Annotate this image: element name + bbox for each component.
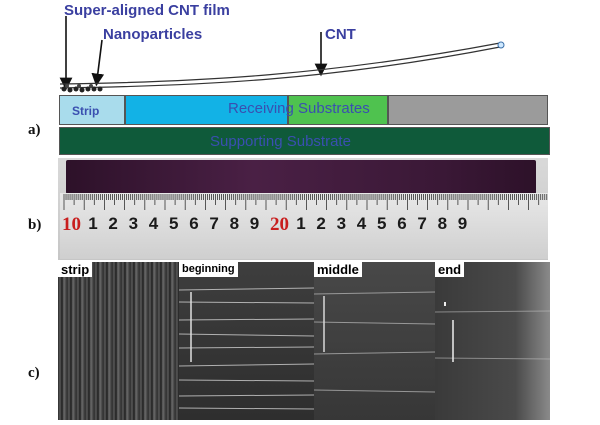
ruler-number: 2: [316, 214, 326, 233]
ruler-number: 9: [249, 214, 260, 233]
ruler-number: 9: [457, 214, 468, 233]
micrograph-middle-label: middle: [314, 262, 362, 277]
ruler-number: 10: [62, 214, 81, 235]
receiving-substrate-gray: [388, 95, 548, 125]
micrograph-end: end: [435, 262, 550, 420]
supporting-substrate-label: Supporting Substrate: [210, 133, 351, 150]
ruler-number: 2: [108, 214, 118, 233]
ruler: [60, 193, 548, 259]
ruler-number: 4: [148, 214, 159, 233]
ruler-number: 7: [209, 214, 219, 233]
ruler-number: 4: [356, 214, 367, 233]
cnt-tip: [497, 41, 505, 49]
end-cnt-lines: [435, 302, 550, 362]
cnt-tube-lower: [59, 46, 501, 89]
strip-box: [59, 95, 125, 125]
cnt-label: CNT: [325, 26, 356, 43]
receiving-substrate-blue: [125, 95, 288, 125]
nanoparticles-label: Nanoparticles: [103, 26, 203, 43]
receiving-substrate-green: [288, 95, 388, 125]
ruler-number: 8: [229, 214, 240, 233]
ruler-number: 3: [336, 214, 347, 233]
ruler-number: 1: [88, 214, 98, 233]
nanoparticle-cluster: [61, 84, 103, 93]
cnt-tube-upper: [59, 42, 501, 85]
ruler-number: 1: [296, 214, 306, 233]
micrograph-beginning: beginning: [179, 262, 314, 420]
receiving-substrates-label: Receiving Substrates: [228, 100, 370, 117]
ruler-number: 6: [397, 214, 407, 233]
cnt-film-label: Super-aligned CNT film: [64, 2, 230, 19]
panel-a-letter: a): [28, 122, 41, 138]
ruler-number: 3: [128, 214, 139, 233]
micrograph-middle: middle: [314, 262, 435, 420]
ruler-number: 6: [189, 214, 199, 233]
middle-cnt-lines: [314, 291, 435, 393]
ruler-number: 20: [270, 214, 289, 235]
ruler-number: 5: [169, 214, 179, 233]
beginning-cnt-lines: [179, 287, 314, 410]
nanoparticles-arrow: [91, 39, 105, 87]
cnt-schematic: [59, 16, 505, 93]
strip-label: Strip: [72, 104, 100, 118]
micrograph-beginning-label: beginning: [179, 262, 238, 277]
cnt-film-on-substrate: [66, 160, 536, 194]
ruler-number: 7: [417, 214, 427, 233]
panel-b-letter: b): [28, 217, 42, 233]
ruler-number: 8: [437, 214, 448, 233]
panel-c-letter: c): [28, 365, 40, 381]
ruler-ticks: [63, 194, 548, 210]
supporting-substrate: [59, 127, 550, 155]
micrograph-strip: strip: [58, 262, 179, 420]
micrograph-strip-label: strip: [58, 262, 93, 277]
ruler-number: 5: [377, 214, 387, 233]
micrograph-end-label: end: [435, 262, 465, 277]
